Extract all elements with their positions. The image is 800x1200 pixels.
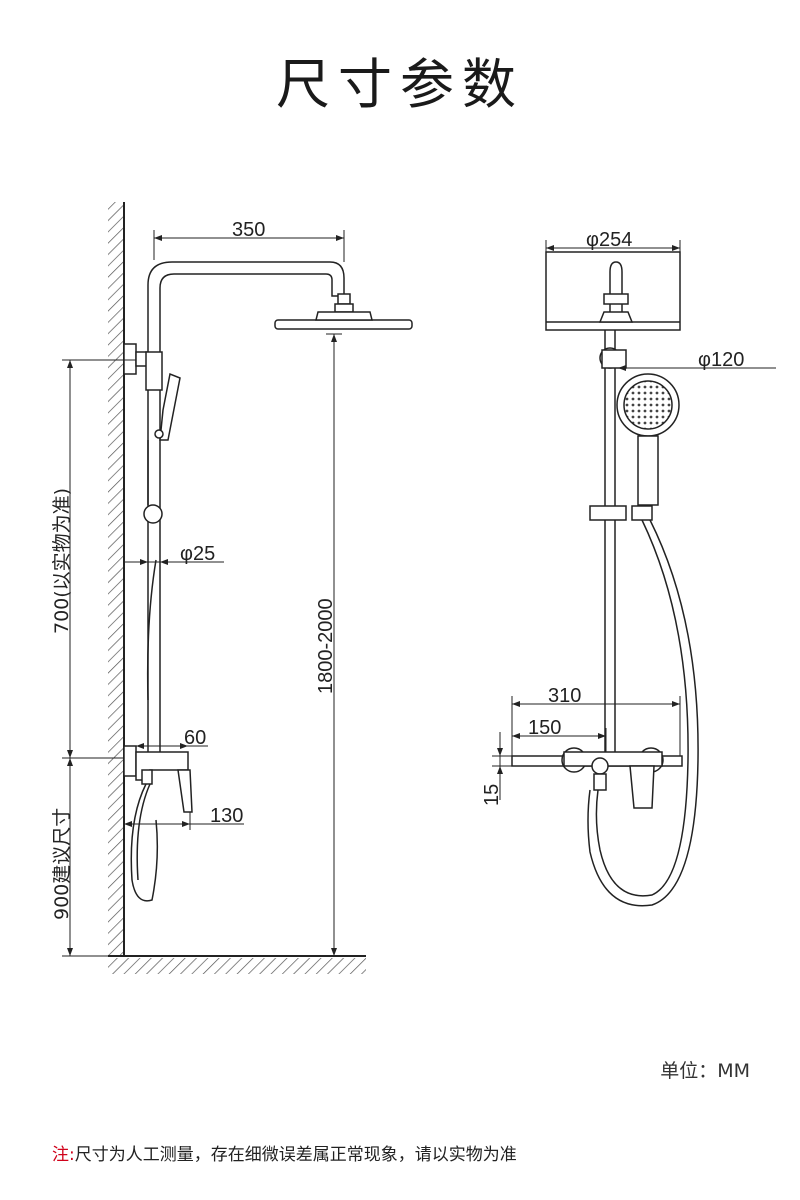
head-diameter-label: φ254	[586, 229, 632, 251]
note-prefix: 注:	[52, 1145, 75, 1165]
note-text: 尺寸为人工测量，存在细微误差属正常现象，请以实物为准	[74, 1145, 517, 1165]
outlet-length-label: 60	[184, 727, 206, 749]
pipe-diameter-label: φ25	[180, 543, 215, 565]
unit-label: 单位：MM	[660, 1060, 750, 1082]
install-height-label: 900建议尺寸	[51, 808, 73, 920]
wall-hatch	[108, 202, 124, 956]
front-view	[511, 251, 699, 907]
side-dimensions	[62, 230, 345, 957]
rain-head-side	[274, 319, 413, 330]
page-title: 尺寸参数	[276, 53, 524, 116]
disclaimer-note: 注:尺寸为人工测量，存在细微误差属正常现象，请以实物为准	[52, 1140, 517, 1165]
shelf-center-label: 150	[528, 717, 561, 739]
arm-length-label: 350	[232, 219, 265, 241]
shelf-thickness-label: 15	[481, 784, 503, 806]
front-dimensions	[492, 240, 776, 800]
side-view	[108, 202, 413, 974]
bar-height-label: 700(以实物为准)	[51, 488, 73, 634]
valve-handle	[177, 769, 193, 813]
shelf-width-label: 310	[548, 685, 581, 707]
valve-depth-label: 130	[210, 805, 243, 827]
front-arrows	[497, 245, 680, 774]
hose-front	[595, 519, 689, 897]
hand-shower-side	[159, 372, 181, 441]
shower-arm	[147, 261, 345, 360]
hand-diameter-label: φ120	[698, 349, 744, 371]
valve-handle-front	[629, 765, 655, 809]
slide-ball	[143, 504, 163, 524]
side-arrows	[67, 235, 344, 956]
top-bracket	[123, 343, 137, 375]
mixer-valve-side	[123, 745, 137, 777]
height-range-label: 1800-2000	[315, 598, 337, 694]
floor-hatch	[108, 958, 366, 974]
hose-side	[130, 783, 159, 902]
